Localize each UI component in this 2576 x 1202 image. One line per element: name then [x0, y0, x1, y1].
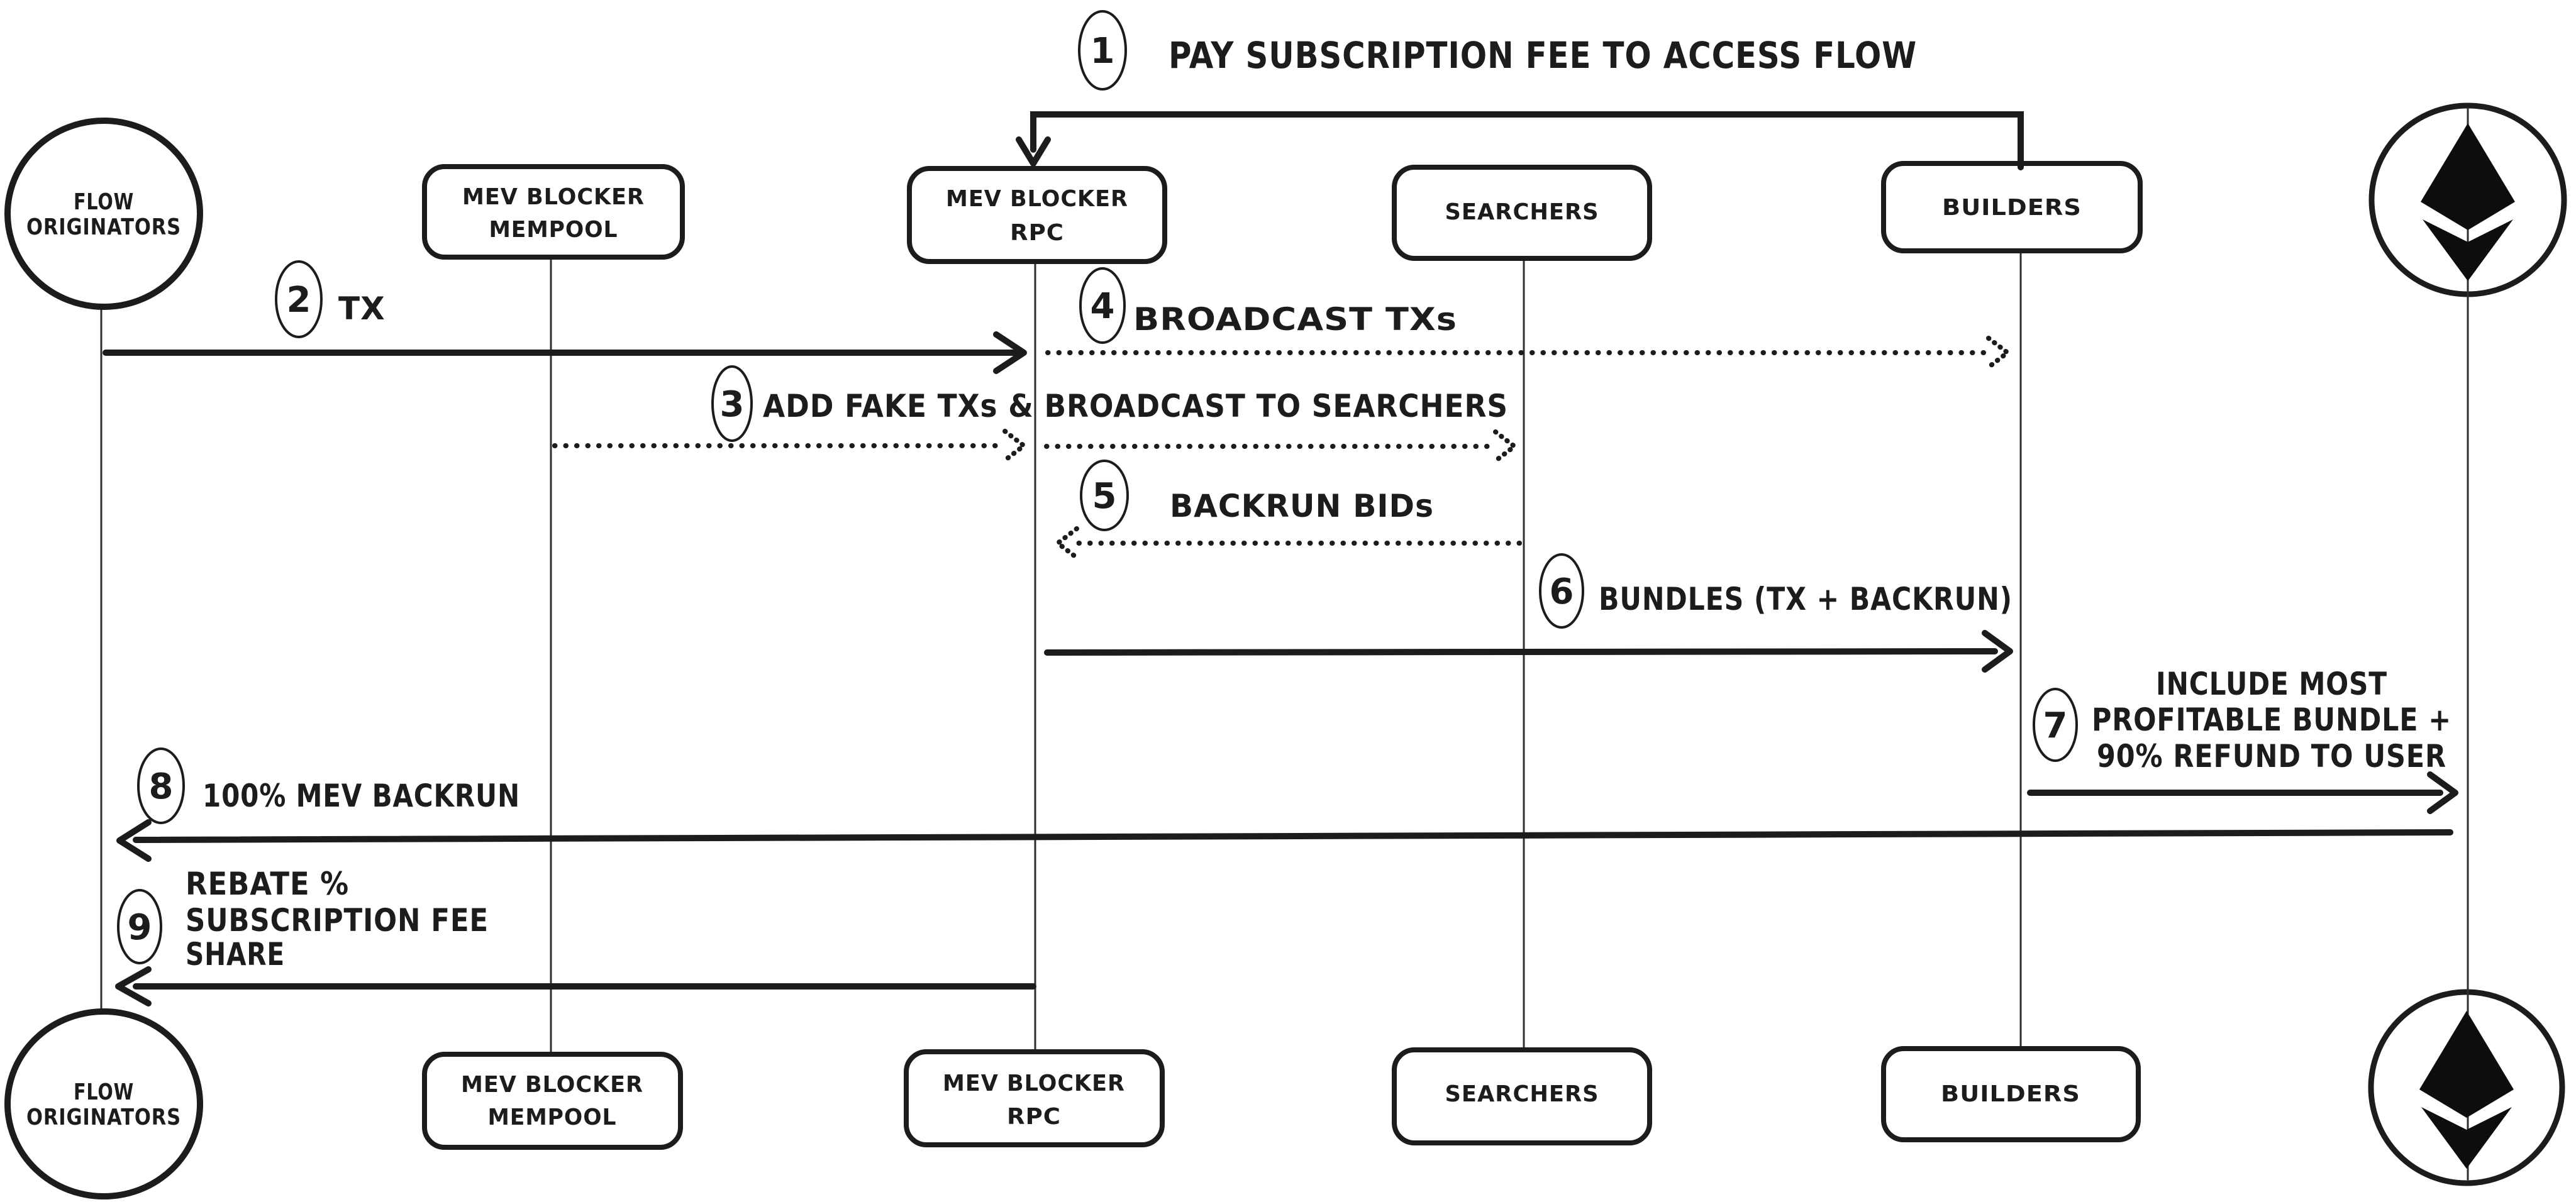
actor-box	[1392, 1047, 1652, 1145]
actor-builders-bottom: BUILDERS	[1881, 1046, 2141, 1142]
arrowhead-right	[2427, 771, 2458, 814]
arrowhead-left	[116, 819, 152, 862]
arrowhead-left	[115, 966, 152, 1006]
message-label-line3: 90% REFUND TO USER	[2097, 738, 2446, 775]
ethereum-diamond-bottom	[2421, 1107, 2512, 1169]
message-3-add-fake-txs: 3 ADD FAKE TXs & BROADCAST TO SEARCHERS	[552, 365, 1519, 463]
actor-box	[907, 166, 1167, 264]
actor-label-line1: MEV BLOCKER	[462, 184, 645, 210]
arrowhead-right	[1982, 630, 2013, 673]
actor-label-line2: ORIGINATORS	[26, 214, 181, 240]
message-label: BACKRUN BIDs	[1170, 488, 1434, 524]
step-number: 6	[1550, 571, 1574, 612]
actor-label-line1: MEV BLOCKER	[946, 186, 1128, 212]
actor-flow-originators-top: FLOW ORIGINATORS	[4, 118, 203, 310]
actor-label-line1: FLOW	[74, 189, 134, 215]
message-1-pay-subscription-fee: 1 PAY SUBSCRIPTION FEE TO ACCESS FLOW	[1016, 10, 2024, 170]
arrowhead-right	[1493, 429, 1519, 463]
message-label: BROADCAST TXs	[1133, 301, 1457, 338]
step-number: 9	[128, 907, 152, 948]
arrowhead-right	[993, 331, 1027, 374]
step-number: 5	[1092, 476, 1117, 517]
message-label-line1: REBATE %	[186, 866, 349, 902]
message-9-rebate-fee-share: 9 REBATE % SUBSCRIPTION FEE SHARE	[115, 866, 1036, 1006]
step-badge	[1079, 267, 1126, 344]
actor-box	[1881, 1046, 2141, 1142]
actor-searchers-bottom: SEARCHERS	[1392, 1047, 1652, 1145]
actor-builders-top: BUILDERS	[1881, 161, 2143, 253]
message-label-line3: SHARE	[186, 936, 285, 973]
arrowhead-right	[1002, 429, 1028, 463]
actor-searchers-top: SEARCHERS	[1392, 165, 1652, 261]
message-2-tx: 2 TX	[103, 260, 1027, 374]
message-4-broadcast-txs: 4 BROADCAST TXs	[1045, 267, 2012, 370]
actor-box	[422, 164, 685, 260]
actor-mev-blocker-mempool-top: MEV BLOCKER MEMPOOL	[422, 164, 685, 260]
message-6-bundles: 6 BUNDLES (TX + BACKRUN)	[1044, 553, 2013, 673]
actor-label: BUILDERS	[1941, 1081, 2080, 1107]
step-badge	[117, 889, 162, 964]
step-number: 4	[1091, 286, 1115, 327]
lifelines	[100, 216, 2022, 1105]
actor-circle	[4, 1008, 203, 1199]
actor-box	[422, 1052, 683, 1150]
actor-mev-blocker-rpc-top: MEV BLOCKER RPC	[907, 166, 1167, 264]
step-badge	[137, 747, 185, 824]
step-number: 2	[287, 280, 311, 321]
ethereum-diamond-top	[2421, 123, 2515, 230]
arrow-line	[1044, 648, 1998, 656]
actor-box	[904, 1049, 1165, 1147]
arrowhead-right	[1986, 336, 2012, 370]
actor-label-line2: MEMPOOL	[488, 1105, 617, 1130]
step-number: 8	[149, 766, 174, 807]
message-label: BUNDLES (TX + BACKRUN)	[1599, 581, 2012, 617]
actor-label-line1: MEV BLOCKER	[461, 1072, 643, 1098]
message-label-line1: INCLUDE MOST	[2156, 666, 2387, 702]
step-number: 1	[1091, 31, 1115, 72]
message-label-line2: SUBSCRIPTION FEE	[186, 902, 489, 939]
actor-mev-blocker-rpc-bottom: MEV BLOCKER RPC	[904, 1049, 1165, 1147]
actor-label: SEARCHERS	[1445, 1081, 1599, 1107]
arrow-line	[133, 829, 2453, 843]
message-label-line2: PROFITABLE BUNDLE +	[2092, 702, 2451, 738]
ethereum-diamond-bottom	[2423, 219, 2513, 281]
step-number: 7	[2043, 705, 2068, 746]
actor-box	[1392, 165, 1652, 261]
step-badge	[711, 365, 753, 442]
ethereum-diamond-top	[2419, 1011, 2514, 1118]
arrow-line	[1030, 111, 2024, 170]
step-badge	[2033, 688, 2078, 762]
actor-label-line1: FLOW	[74, 1079, 134, 1105]
step-badge	[1078, 10, 1127, 91]
actor-label: SEARCHERS	[1445, 199, 1599, 225]
step-number: 3	[720, 384, 745, 425]
message-label: ADD FAKE TXs & BROADCAST TO SEARCHERS	[763, 388, 1508, 424]
step-badge	[1080, 460, 1129, 531]
message-label: PAY SUBSCRIPTION FEE TO ACCESS FLOW	[1169, 34, 1917, 77]
actor-label-line1: MEV BLOCKER	[943, 1071, 1125, 1096]
message-8-mev-backrun: 8 100% MEV BACKRUN	[116, 747, 2453, 862]
ethereum-icon	[2419, 1011, 2514, 1169]
actor-label-line2: RPC	[1010, 220, 1064, 246]
arrowhead-down	[1016, 136, 1051, 167]
ethereum-icon	[2421, 123, 2515, 281]
actor-label-line2: MEMPOOL	[489, 217, 618, 243]
actor-flow-originators-bottom: FLOW ORIGINATORS	[4, 1008, 203, 1199]
actor-circle	[4, 118, 203, 310]
message-5-backrun-bids: 5 BACKRUN BIDs	[1053, 460, 1522, 560]
actor-label-line2: RPC	[1007, 1104, 1061, 1130]
actor-mev-blocker-mempool-bottom: MEV BLOCKER MEMPOOL	[422, 1052, 683, 1150]
step-badge	[1539, 553, 1584, 629]
arrowhead-left	[1053, 526, 1079, 560]
message-label: TX	[338, 290, 386, 327]
actor-label-line2: ORIGINATORS	[26, 1105, 181, 1130]
message-7-include-bundle: 7 INCLUDE MOST PROFITABLE BUNDLE + 90% R…	[2027, 666, 2458, 814]
message-label: 100% MEV BACKRUN	[203, 778, 520, 814]
step-badge	[275, 260, 323, 338]
actor-label: BUILDERS	[1942, 195, 2082, 221]
actor-box	[1881, 161, 2143, 253]
